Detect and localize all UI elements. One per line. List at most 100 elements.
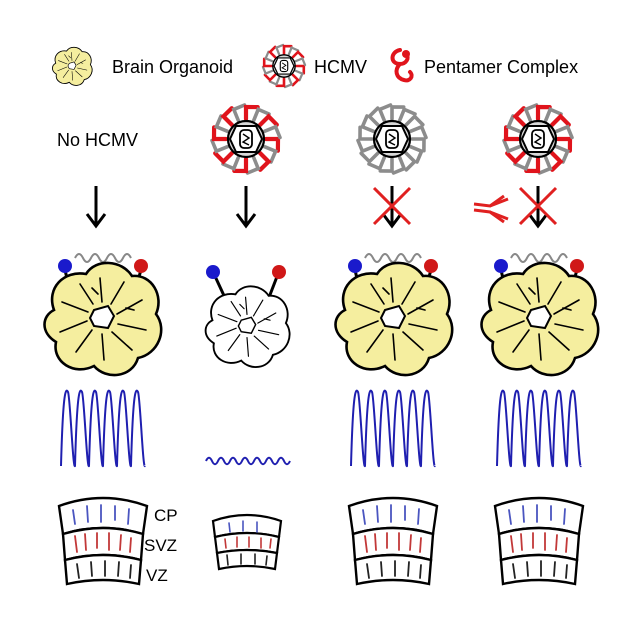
pentamer-spike <box>282 44 293 55</box>
layer-label-vz: VZ <box>146 566 168 585</box>
glycoprotein-spike <box>274 43 285 56</box>
legend-brain-organoid: Brain Organoid <box>112 57 233 77</box>
glycoprotein-spike <box>262 144 278 164</box>
pentamer-spike <box>258 113 279 127</box>
glycoprotein-spike <box>283 76 294 89</box>
hcmv-virus-icon <box>502 103 574 175</box>
glycoprotein-spike <box>261 65 274 76</box>
pentamer-spike <box>555 136 573 153</box>
glycoprotein-spike <box>358 125 374 141</box>
legend: Brain Organoid HCMV Pentamer Complex <box>52 43 578 89</box>
cortical-layers <box>57 496 149 586</box>
glycoprotein-spike <box>366 106 380 127</box>
organoid-healthy <box>43 261 163 377</box>
pentamer-spike <box>211 125 229 142</box>
signal-trace-high <box>496 389 582 468</box>
glycoprotein-spike <box>377 103 393 123</box>
glycoprotein-spike <box>408 124 428 140</box>
pentamer-spike <box>512 106 526 127</box>
organoid-healthy <box>334 261 454 377</box>
virus-core <box>226 119 266 159</box>
column-hcmv <box>204 103 291 571</box>
glycoprotein-spike <box>408 144 424 164</box>
pentamer-spike <box>258 151 272 172</box>
blocked-arrow-icon <box>518 186 558 229</box>
glycoprotein-spike <box>537 155 553 175</box>
signal-path <box>496 389 582 468</box>
glycoprotein-spike <box>513 155 533 171</box>
pentamer-spike <box>550 113 571 127</box>
signal-path <box>205 456 291 466</box>
glycoprotein-spike <box>294 56 307 67</box>
glycoprotein-spike <box>214 114 230 134</box>
glycoprotein-spike <box>251 107 271 123</box>
pentamer-spike <box>220 106 234 127</box>
no-hcmv-label: No HCMV <box>57 130 138 150</box>
glycoprotein-spike <box>397 107 417 123</box>
glycoprotein-spike <box>367 155 387 171</box>
glycoprotein-spike <box>502 138 522 154</box>
cortical-layers <box>493 496 585 586</box>
glycoprotein-spike <box>506 114 522 134</box>
legend-hcmv: HCMV <box>314 57 367 77</box>
brain-organoid-icon <box>52 46 93 86</box>
legend-pentamer: Pentamer Complex <box>424 57 578 77</box>
glycoprotein-spike <box>543 107 563 123</box>
arrow-down-icon <box>235 186 257 229</box>
glycoprotein-spike <box>404 151 418 172</box>
signal-trace-high <box>60 389 146 468</box>
pentamer-spike <box>263 73 277 82</box>
glycoprotein-spike <box>359 151 380 165</box>
pentamer-spike <box>524 156 541 174</box>
virus-core <box>272 54 296 78</box>
pentamer-spike <box>268 45 277 59</box>
pentamer-spike <box>291 50 305 59</box>
column-no-hcmv: No HCMV CP SVZ VZ <box>43 130 178 586</box>
layer-label-svz: SVZ <box>144 536 177 555</box>
signal-trace-high <box>350 389 436 468</box>
glycoprotein-spike <box>231 103 247 123</box>
column-hcmv-no-pentamer <box>334 103 454 586</box>
pentamer-spike <box>505 151 526 165</box>
cortical-layers-thin <box>211 513 283 571</box>
pentamer-spike <box>213 151 234 165</box>
signal-path <box>350 389 436 468</box>
pentamer-spike <box>295 64 306 75</box>
pentamer-spike <box>262 57 273 68</box>
pentamer-icon <box>390 48 414 83</box>
glycoprotein-spike <box>390 105 406 121</box>
pentamer-spike <box>275 77 286 88</box>
glycoprotein-spike <box>378 157 394 173</box>
hcmv-virus-icon <box>356 103 428 175</box>
glycoprotein-spike <box>404 113 425 127</box>
signal-path <box>60 389 146 468</box>
virus-core <box>372 119 412 159</box>
glycoprotein-spike <box>360 114 376 134</box>
glycoprotein-spike <box>294 69 304 82</box>
layer-label-cp: CP <box>154 506 178 525</box>
pentamer-spike <box>232 156 249 174</box>
glycoprotein-spike <box>391 155 407 175</box>
organoid-infected <box>204 285 291 368</box>
pentamer-spike <box>291 73 300 87</box>
glycoprotein-spike <box>356 138 376 154</box>
arrow-down-icon <box>85 186 107 229</box>
glycoprotein-spike <box>210 138 230 154</box>
glycoprotein-spike <box>410 137 426 153</box>
antibody-icon <box>473 194 509 224</box>
cortical-layers <box>347 496 439 586</box>
column-hcmv-antibody <box>473 103 600 586</box>
pentamer-spike <box>263 136 281 153</box>
glycoprotein-spike <box>287 46 300 56</box>
glycoprotein-spike <box>554 144 570 164</box>
hcmv-icon <box>261 43 307 89</box>
organoid-healthy <box>480 261 600 377</box>
glycoprotein-spike <box>523 103 539 123</box>
pentamer-spike <box>535 104 552 122</box>
pentamer-spike <box>550 151 564 172</box>
glycoprotein-spike <box>264 50 274 63</box>
virus-core <box>518 119 558 159</box>
glycoprotein-spike <box>262 124 282 140</box>
glycoprotein-spike <box>268 76 281 86</box>
